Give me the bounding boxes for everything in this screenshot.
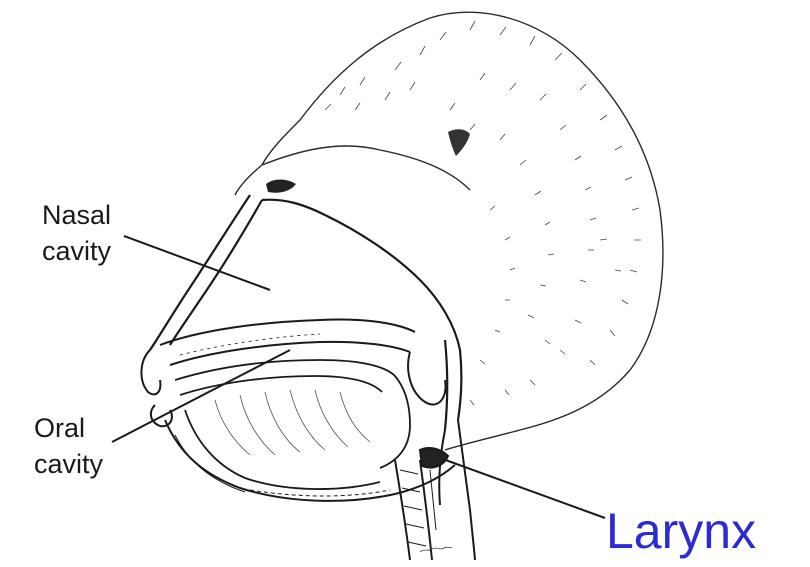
lips xyxy=(141,350,172,426)
artist-signature xyxy=(420,547,452,552)
tongue-striations xyxy=(215,390,370,455)
larynx-leader-line xyxy=(440,458,605,518)
fur-texture xyxy=(325,21,641,405)
nostril xyxy=(266,180,296,193)
nasal-cavity-label: Nasal cavity xyxy=(42,197,111,269)
oral-cavity-label-line1: Oral xyxy=(34,410,103,446)
palate xyxy=(160,320,446,405)
oral-cavity-label-line2: cavity xyxy=(34,446,103,482)
oral-leader-line xyxy=(112,350,290,442)
tongue xyxy=(175,360,410,489)
nasal-cavity-label-line2: cavity xyxy=(42,233,111,269)
eye xyxy=(448,129,470,156)
head-fur xyxy=(235,12,663,450)
larynx-label: Larynx xyxy=(606,502,756,560)
nasal-leader-line xyxy=(124,236,270,290)
oral-cavity-label: Oral cavity xyxy=(34,410,103,482)
nasal-cavity-label-line1: Nasal xyxy=(42,197,111,233)
nasal-cavity-outline xyxy=(150,195,461,430)
